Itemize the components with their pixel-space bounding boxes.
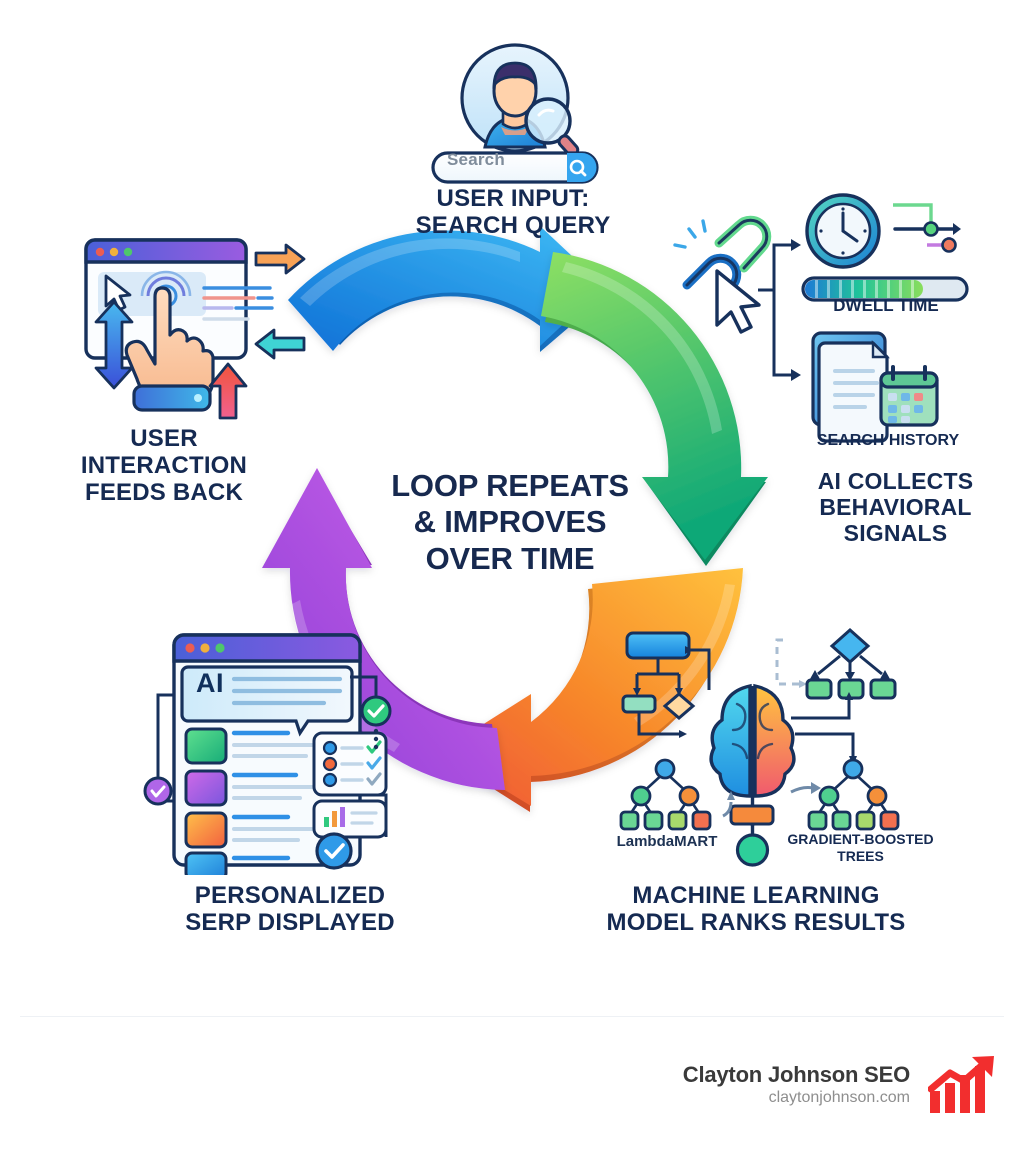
signal-arrows (94, 243, 306, 420)
node-label-user-interaction: USER INTERACTION FEEDS BACK (80, 425, 248, 507)
node-label-ai-collects: AI COLLECTS BEHAVIORAL SIGNALS (817, 468, 974, 546)
flowchart-icon (621, 631, 711, 738)
gradient-boosted-trees-label: GRADIENT-BOOSTED TREES (787, 831, 934, 864)
serp-illustration (143, 633, 392, 875)
cycle-arrows-group (262, 226, 768, 812)
search-bar (431, 151, 599, 184)
node-label-ml-model: MACHINE LEARNING MODEL RANKS RESULTS (606, 882, 906, 937)
node-label-serp: PERSONALIZED SERP DISPLAYED (185, 882, 395, 937)
search-history-label: SEARCH HISTORY (816, 432, 960, 449)
ranking-checklist-card (312, 731, 388, 797)
user-interaction-illustration (84, 238, 306, 420)
arrow-blue (288, 226, 610, 352)
search-history-icon (811, 331, 939, 443)
mini-bar-chart-card (312, 799, 388, 839)
clock-icon (805, 193, 881, 269)
dwell-time-progress (801, 276, 969, 302)
footer-divider (20, 1016, 1004, 1017)
lambdamart-tree-icon (619, 758, 735, 831)
center-loop-text: LOOP REPEATS & IMPROVES OVER TIME (391, 468, 629, 576)
serp-result-rows (184, 727, 316, 875)
brand-name: Clayton Johnson SEO (682, 1061, 910, 1087)
ai-collects-illustration (673, 193, 969, 443)
pointing-hand-icon (124, 286, 215, 412)
gbt-tree-icon (790, 758, 900, 831)
cursor-icon (715, 269, 761, 334)
search-input-placeholder[interactable]: Search (447, 150, 505, 169)
arrow-purple (262, 468, 505, 790)
brain-icon (709, 683, 796, 867)
footer-text-block: Clayton Johnson SEO claytonjohnson.com (683, 1061, 910, 1109)
ml-model-illustration (619, 627, 900, 867)
brand-url[interactable]: claytonjohnson.com (768, 1089, 910, 1107)
timeline-icon (893, 203, 961, 253)
dwell-time-label: DWELL TIME (833, 296, 939, 315)
decision-tree-top-icon (775, 627, 897, 766)
user-input-illustration (431, 43, 599, 184)
ai-badge: AI (196, 668, 224, 698)
footer-branding: Clayton Johnson SEO claytonjohnson.com (683, 1055, 998, 1115)
node-label-user-input: USER INPUT: SEARCH QUERY (415, 185, 611, 240)
growth-chart-logo-icon (928, 1056, 994, 1113)
lambdamart-label: LambdaMART (616, 833, 718, 850)
broken-link-icon (673, 215, 772, 301)
arrow-green (541, 252, 768, 566)
ai-answer-card (180, 665, 354, 737)
